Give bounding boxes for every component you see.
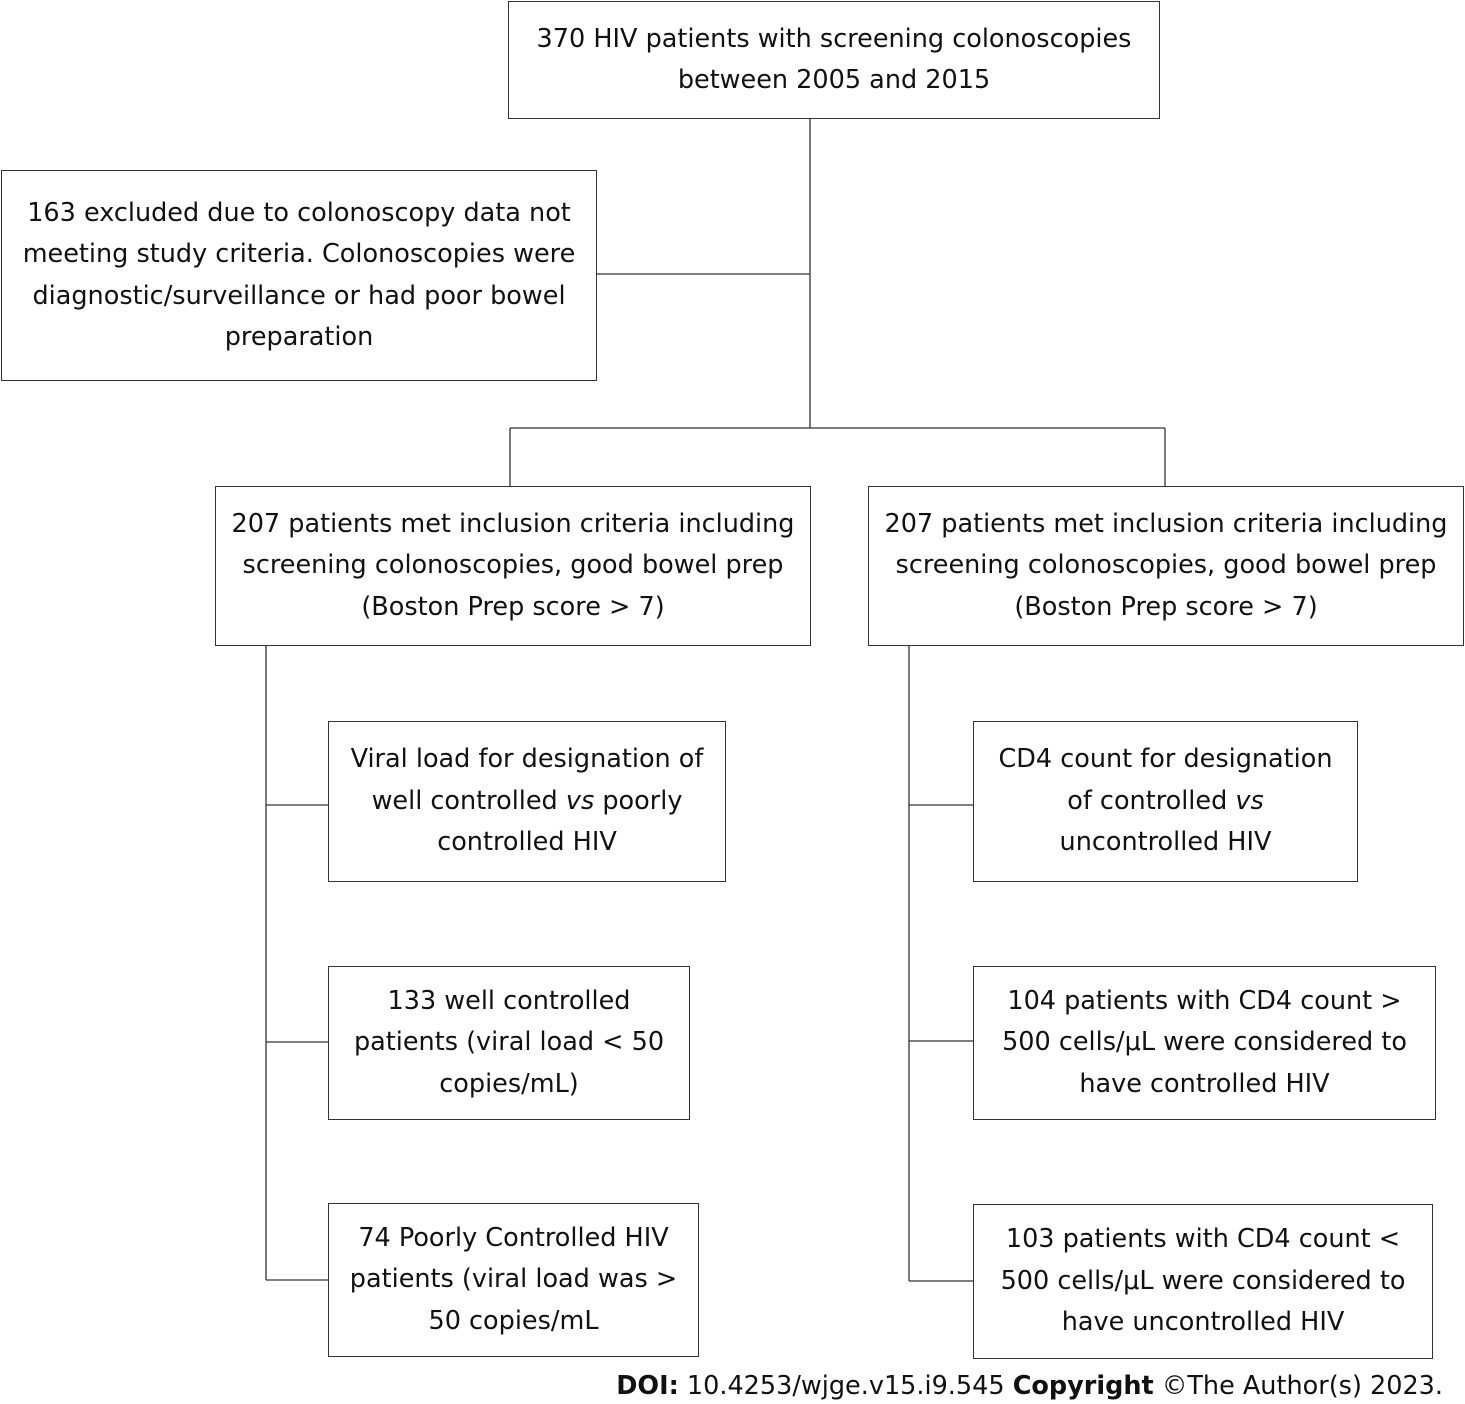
copyright-label: Copyright	[1012, 1371, 1154, 1401]
exclusion-box: 163 excluded due to colonoscopy data not…	[1, 170, 597, 381]
cd4-count-vs: vs	[1235, 785, 1264, 816]
poorly-controlled-text: 74 Poorly Controlled HIV patients (viral…	[349, 1222, 678, 1336]
well-controlled-box: 133 well controlled patients (viral load…	[328, 966, 690, 1120]
copyright-value: ©The Author(s) 2023.	[1153, 1371, 1443, 1401]
cd4-count-text: CD4 count for designation of controlled …	[988, 739, 1343, 864]
doi-value: 10.4253/wjge.v15.i9.545	[678, 1371, 1013, 1401]
cd4-count-text-part1: CD4 count for designation of controlled	[998, 744, 1333, 816]
cd4-uncontrolled-text: 103 patients with CD4 count < 500 cells/…	[1000, 1224, 1406, 1338]
viral-load-text-part2: poorly controlled HIV	[437, 785, 683, 858]
cd4-controlled-text: 104 patients with CD4 count > 500 cells/…	[1002, 985, 1407, 1099]
inclusion-box-right: 207 patients met inclusion criteria incl…	[868, 486, 1464, 646]
viral-load-text-part1: Viral load for designation of well contr…	[350, 744, 704, 816]
cd4-uncontrolled-box: 103 patients with CD4 count < 500 cells/…	[973, 1204, 1433, 1359]
cd4-count-text-part2: uncontrolled HIV	[1059, 827, 1272, 858]
cd4-count-box: CD4 count for designation of controlled …	[973, 721, 1358, 882]
well-controlled-text: 133 well controlled patients (viral load…	[353, 985, 665, 1099]
cd4-controlled-box: 104 patients with CD4 count > 500 cells/…	[973, 966, 1436, 1120]
viral-load-vs: vs	[565, 785, 595, 816]
inclusion-left-text: 207 patients met inclusion criteria incl…	[231, 508, 795, 622]
poorly-controlled-box: 74 Poorly Controlled HIV patients (viral…	[328, 1203, 699, 1357]
citation-footer: DOI: 10.4253/wjge.v15.i9.545 Copyright ©…	[616, 1368, 1443, 1404]
viral-load-box: Viral load for designation of well contr…	[328, 721, 726, 882]
cohort-box: 370 HIV patients with screening colonosc…	[508, 1, 1160, 119]
doi-label: DOI:	[616, 1371, 679, 1401]
inclusion-box-left: 207 patients met inclusion criteria incl…	[215, 486, 811, 646]
viral-load-text: Viral load for designation of well contr…	[347, 739, 707, 864]
inclusion-right-text: 207 patients met inclusion criteria incl…	[884, 508, 1448, 622]
exclusion-text: 163 excluded due to colonoscopy data not…	[22, 197, 576, 353]
cohort-text: 370 HIV patients with screening colonosc…	[536, 23, 1132, 96]
